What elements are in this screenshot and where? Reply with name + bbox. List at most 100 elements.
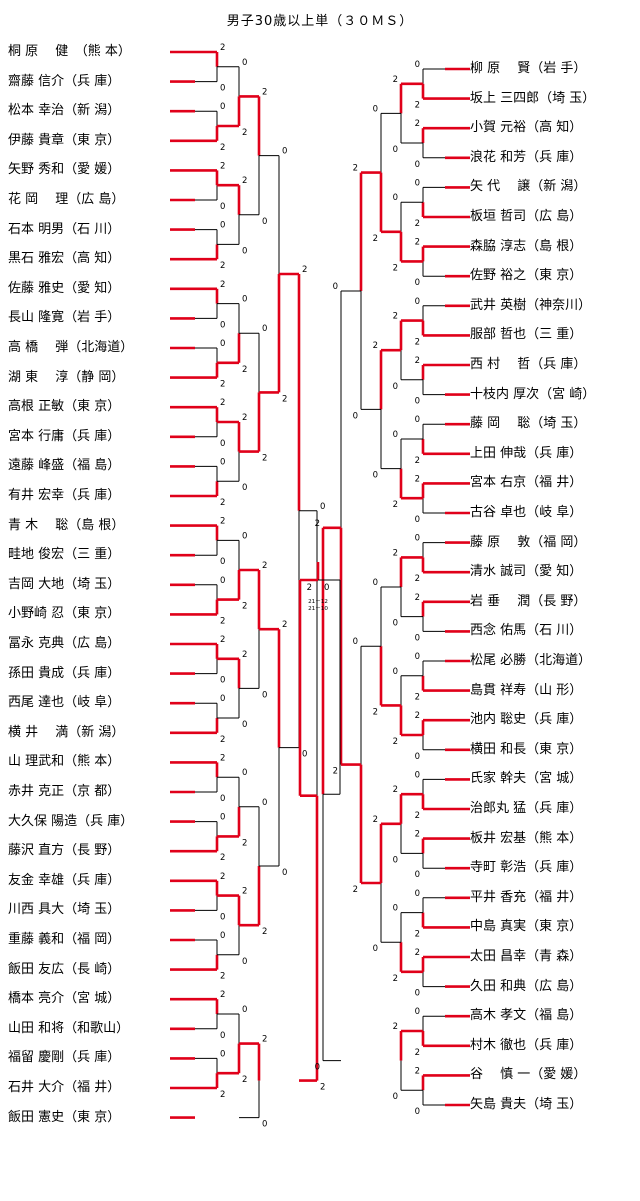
round-score: 0 [393,855,398,865]
round-score: 2 [393,312,398,322]
player-name: 黒石 雅宏（高 知） [8,251,121,267]
round-score: 2 [415,830,420,840]
player-name: 佐藤 雅史（愛 知） [8,280,121,296]
player-name: 花 岡 理（広 島） [8,192,125,207]
player-name: 板井 宏基（熊 本） [470,830,583,846]
round-score: 2 [220,853,225,863]
round-score: 0 [415,1107,420,1117]
round-score: 0 [415,178,420,188]
round-score: 2 [220,616,225,626]
round-score: 2 [242,1075,247,1085]
round-score: 0 [242,1005,247,1015]
round-score: 0 [242,720,247,730]
player-name: 服部 哲也（三 重） [470,327,583,343]
round-score: 0 [415,989,420,999]
round-score: 2 [220,872,225,882]
round-score: 2 [220,280,225,290]
player-name: 清水 誠司（愛 知） [470,564,583,580]
round-score: 2 [242,602,247,612]
round-score: 0 [220,676,225,686]
round-score: 0 [242,295,247,305]
round-score: 2 [373,234,378,244]
round-score: 2 [242,365,247,375]
player-name: 板垣 哲司（広 島） [470,209,583,224]
player-name: 大久保 陽造（兵 庫） [8,813,134,829]
player-name: 山田 和将（和歌山） [8,1020,130,1036]
round-score: 2 [302,265,307,275]
round-score: 2 [220,380,225,390]
final-score-left: 2 [307,583,312,593]
page-title: 男子30歳以上単（３０ＭＳ） [226,14,414,29]
round-score: 0 [393,619,398,629]
player-name: 橋本 亮介（宮 城） [8,991,121,1007]
round-score: 2 [415,693,420,703]
round-score: 2 [262,454,267,464]
round-score: 0 [415,870,420,880]
round-score: 0 [415,397,420,407]
player-name: 赤井 克正（京 都） [8,784,121,799]
player-name: 友金 幸雄（兵 庫） [8,872,121,888]
player-name: 西 村 哲（兵 庫） [470,357,587,372]
round-score: 0 [262,690,267,700]
round-score: 0 [415,160,420,170]
round-score: 0 [320,502,325,512]
player-name: 森脇 淳志（島 根） [470,238,583,254]
round-score: 0 [242,246,247,256]
player-name: 浪花 和芳（兵 庫） [470,149,583,165]
player-name: 畦地 俊宏（三 重） [8,547,121,563]
player-name: 長山 隆寛（岩 手） [8,310,121,326]
round-score: 0 [220,221,225,231]
player-name: 柳 原 賢（岩 手） [470,61,587,76]
round-score: 0 [415,415,420,425]
round-score: 0 [220,1031,225,1041]
player-name: 十枝内 厚次（宮 崎） [470,386,596,402]
round-score: 2 [373,707,378,717]
round-score: 0 [220,1049,225,1059]
round-score: 2 [220,972,225,982]
round-score: 2 [415,456,420,466]
player-name: 藤 岡 聡（埼 玉） [470,416,587,432]
round-score: 2 [242,838,247,848]
player-name: 矢野 秀和（愛 媛） [8,162,121,178]
player-name: 上田 伸哉（兵 庫） [470,445,583,461]
round-score: 0 [220,813,225,823]
player-name: 古谷 卓也（岐 阜） [470,505,583,520]
round-score: 0 [373,471,378,481]
round-score: 2 [415,219,420,229]
final-game-score: 21－12 [308,599,328,605]
player-name: 重藤 義和（福 岡） [8,932,121,947]
round-score: 2 [415,811,420,821]
round-score: 2 [393,500,398,510]
round-score: 0 [220,202,225,212]
round-score: 2 [415,593,420,603]
round-score: 0 [415,1007,420,1017]
player-name: 武井 英樹（神奈川） [470,297,592,313]
round-score: 0 [220,557,225,567]
round-score: 0 [415,534,420,544]
round-score: 0 [415,770,420,780]
round-score: 2 [393,1022,398,1032]
round-score: 2 [220,43,225,53]
round-score: 0 [220,931,225,941]
round-score: 2 [242,176,247,186]
round-score: 0 [415,752,420,762]
player-name: 佐野 裕之（東 京） [470,268,583,284]
round-score: 2 [393,737,398,747]
round-score: 0 [242,531,247,541]
round-score: 2 [333,767,338,777]
round-score: 2 [393,548,398,558]
round-score: 2 [315,519,320,529]
round-score: 0 [282,147,287,157]
round-score: 0 [220,84,225,94]
player-name: 矢島 貴夫（埼 玉） [470,1097,583,1112]
round-score: 2 [320,1083,325,1093]
player-name: 松尾 必勝（北海道） [470,653,592,668]
round-score: 0 [315,1063,320,1073]
round-score: 0 [220,694,225,704]
player-name: 藤沢 直方（長 野） [8,843,121,859]
player-name: 高 橋 弾（北海道） [8,340,134,355]
player-name: 有井 宏幸（兵 庫） [8,488,121,503]
round-score: 2 [220,143,225,153]
round-score: 2 [393,785,398,795]
